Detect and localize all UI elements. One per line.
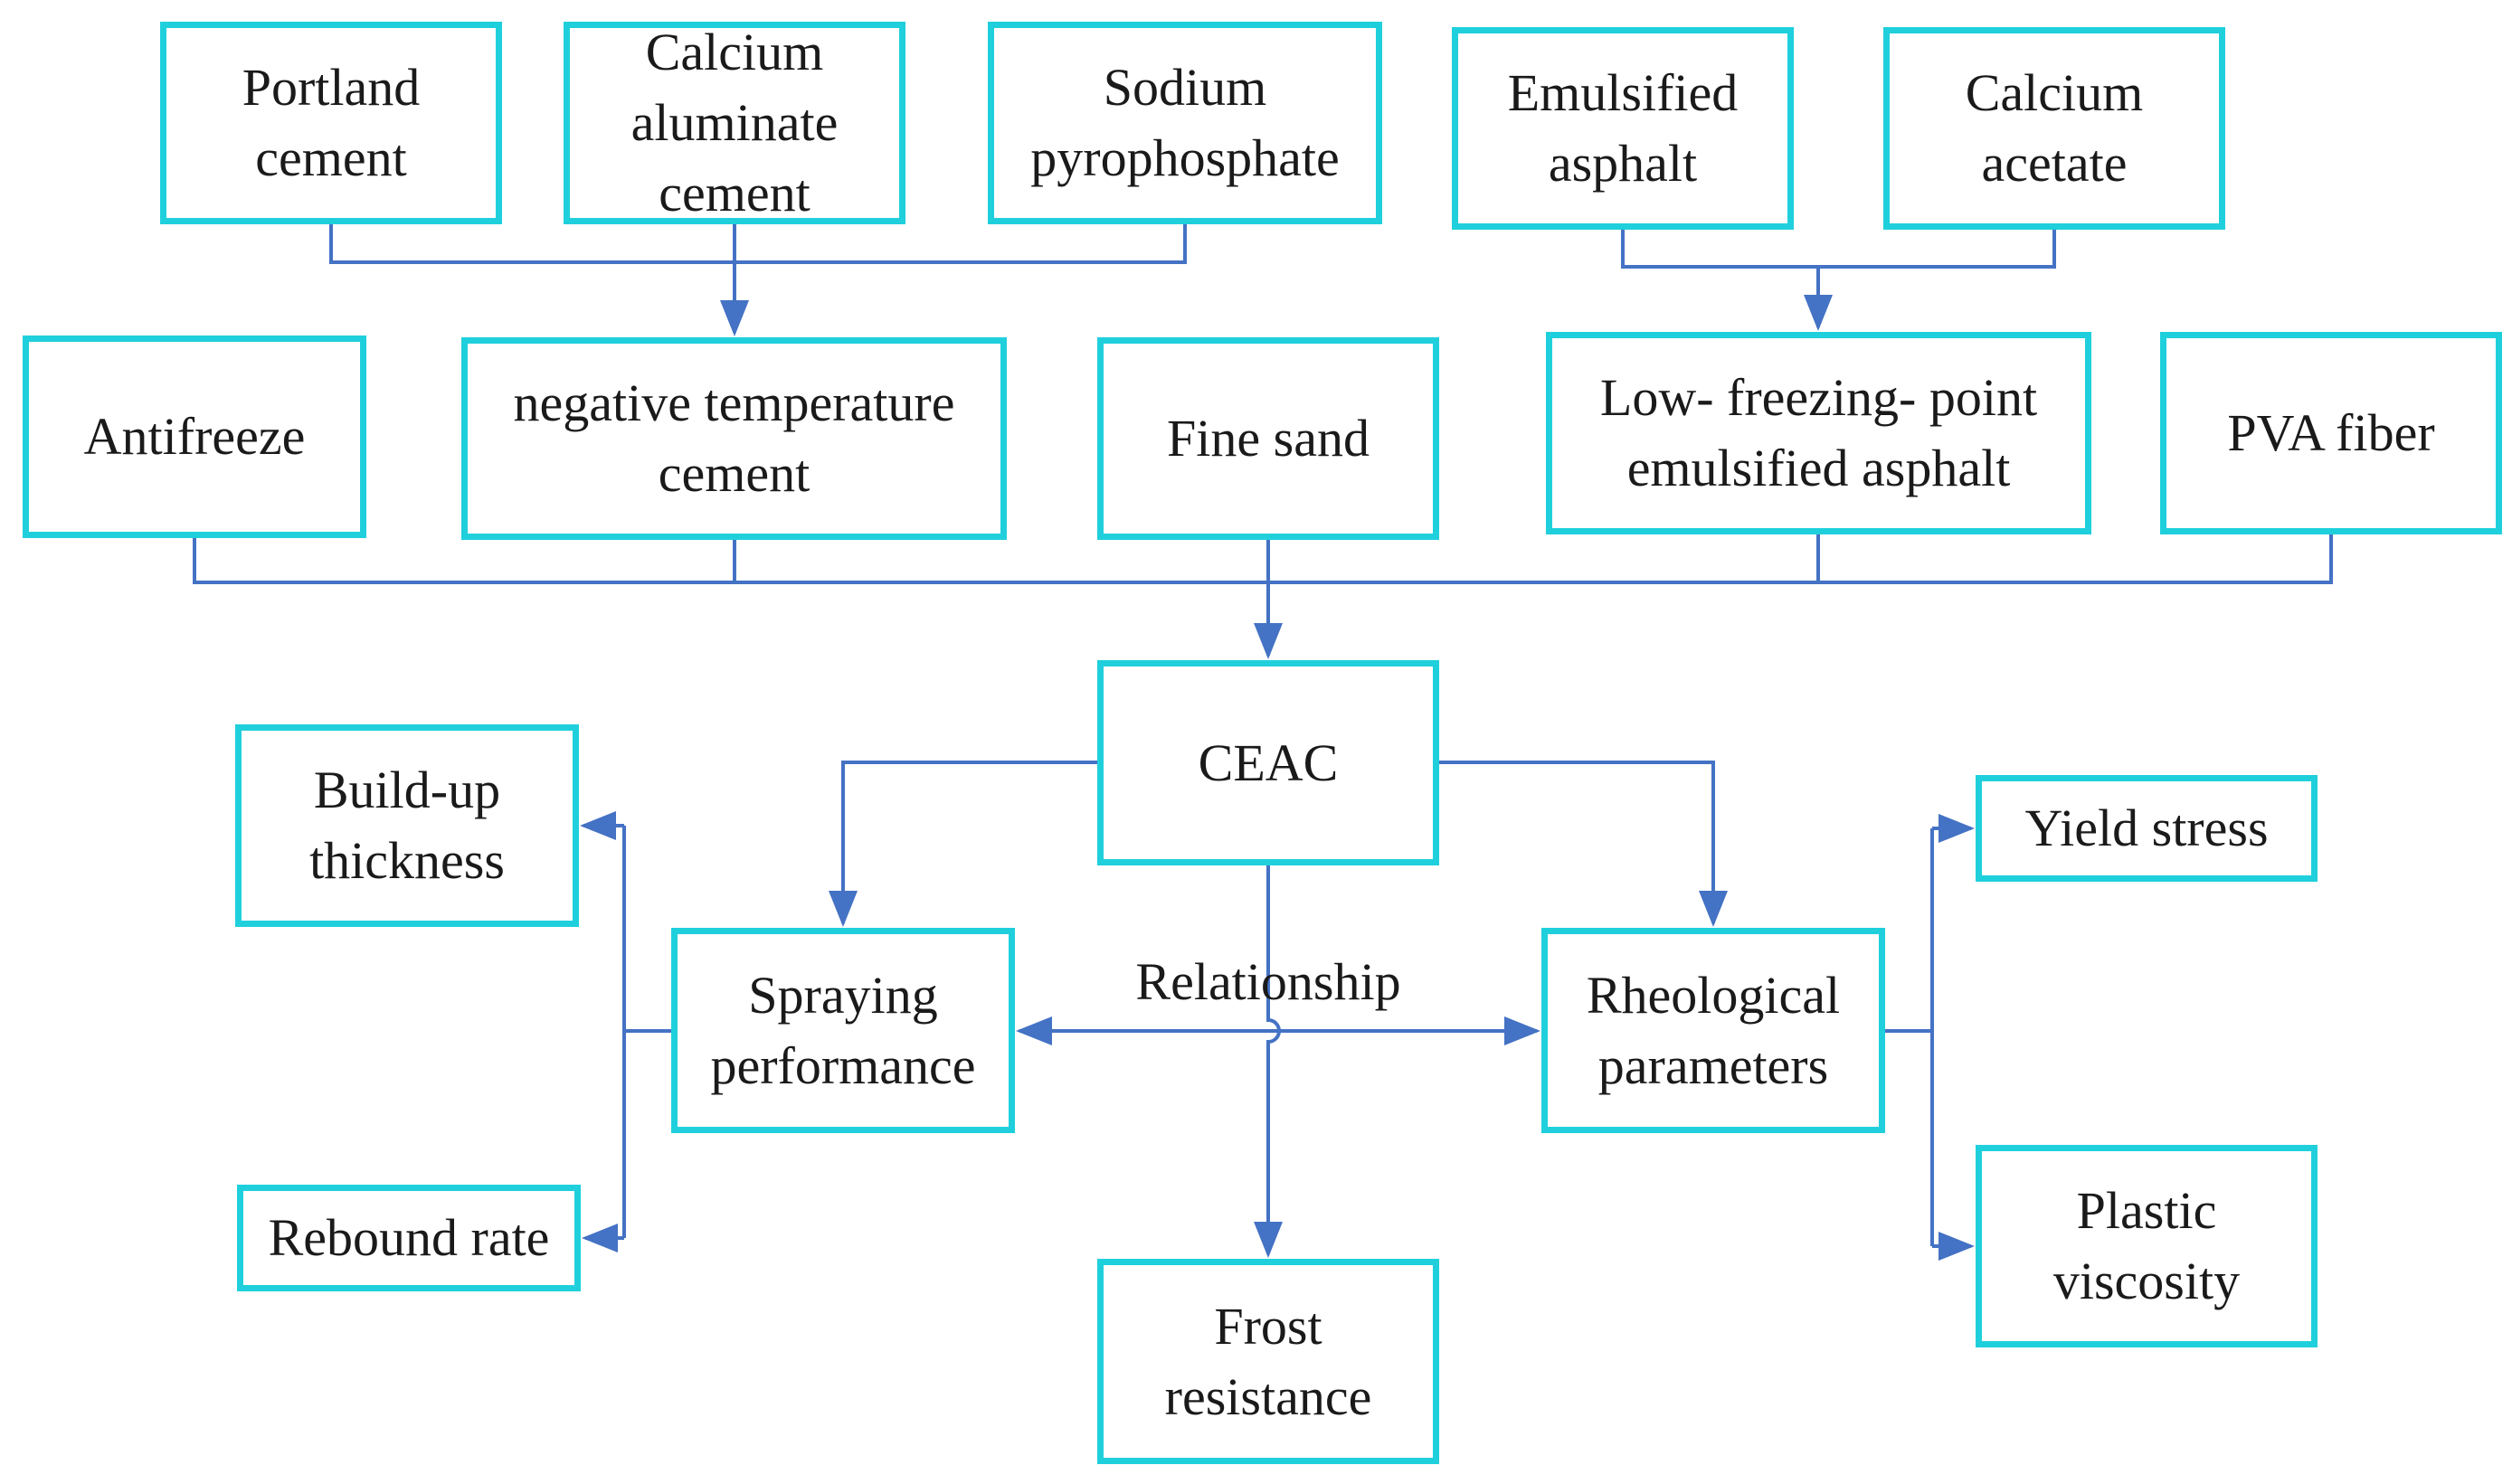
node-antifreeze: Antifreeze	[23, 336, 366, 538]
node-calcium-aluminate-cement: Calcium aluminate cement	[564, 22, 905, 224]
node-label: Plastic viscosity	[2052, 1181, 2241, 1310]
node-label: Fine sand	[1167, 409, 1370, 468]
node-label: Spraying performance	[710, 965, 976, 1095]
node-low-freezing-point-emulsified-asphalt: Low- freezing- point emulsified asphalt	[1546, 332, 2091, 534]
relationship-label: Relationship	[1135, 952, 1401, 1011]
node-label: Frost resistance	[1164, 1296, 1372, 1426]
node-label: Portland cement	[242, 58, 421, 187]
connector-asphalt-group	[1621, 230, 2056, 269]
node-label: Sodium pyrophosphate	[1030, 58, 1340, 187]
node-label: CEAC	[1198, 733, 1339, 792]
node-spraying-performance: Spraying performance	[671, 928, 1015, 1133]
node-label: Yield stress	[2024, 799, 2269, 858]
node-pva-fiber: PVA fiber	[2160, 332, 2502, 534]
node-ceac: CEAC	[1097, 660, 1439, 865]
node-label: Build-up thickness	[309, 761, 505, 890]
node-build-up-thickness: Build-up thickness	[235, 724, 579, 927]
node-label: Antifreeze	[83, 407, 306, 467]
node-emulsified-asphalt: Emulsified asphalt	[1452, 27, 1794, 230]
node-sodium-pyrophosphate: Sodium pyrophosphate	[988, 22, 1382, 224]
node-label: Calcium acetate	[1965, 63, 2144, 193]
node-fine-sand: Fine sand	[1097, 337, 1439, 540]
node-negative-temperature-cement: negative temperature cement	[461, 337, 1007, 540]
arrow-to-frost-resistance	[1254, 865, 1283, 1258]
node-calcium-acetate: Calcium acetate	[1883, 27, 2225, 230]
node-plastic-viscosity: Plastic viscosity	[1976, 1145, 2318, 1347]
arrow-to-spraying-performance	[829, 761, 1097, 927]
node-label: negative temperature cement	[513, 373, 955, 503]
node-rebound-rate: Rebound rate	[237, 1185, 581, 1291]
node-label: Calcium aluminate cement	[630, 23, 839, 222]
node-label: Low- freezing- point emulsified asphalt	[1599, 368, 2038, 497]
connector-row2-bus	[193, 534, 2333, 584]
node-label: Rheological parameters	[1586, 965, 1841, 1095]
node-label: Emulsified asphalt	[1507, 63, 1739, 193]
node-yield-stress: Yield stress	[1976, 775, 2318, 882]
node-label: Rebound rate	[268, 1208, 550, 1268]
node-portland-cement: Portland cement	[160, 22, 502, 224]
arrow-to-rheological-parameters	[1439, 761, 1728, 927]
connector-cement-group	[329, 224, 1187, 264]
node-rheological-parameters: Rheological parameters	[1541, 928, 1885, 1133]
node-frost-resistance: Frost resistance	[1097, 1259, 1439, 1464]
node-label: PVA fiber	[2227, 403, 2435, 463]
